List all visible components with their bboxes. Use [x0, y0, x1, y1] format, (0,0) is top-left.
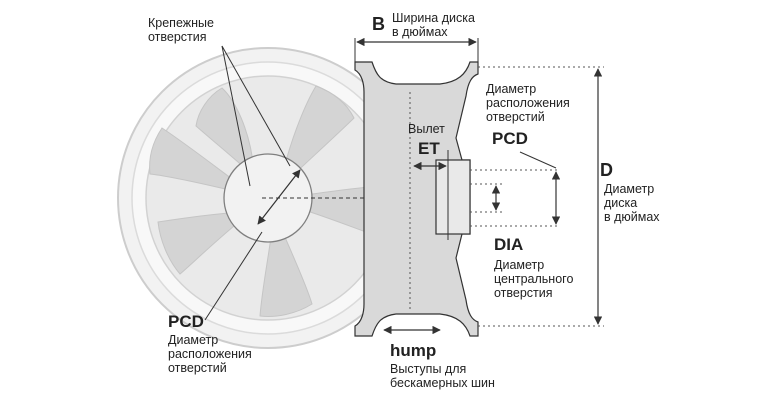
offset-word: Вылет — [408, 122, 445, 136]
pcd-right-abbr: PCD — [492, 129, 528, 148]
wheel-profile — [354, 61, 479, 337]
pcd-left-label: Диаметр расположения отверстий — [168, 333, 252, 375]
mount-holes-label: Крепежные отверстия — [148, 16, 214, 44]
width-letter: B — [372, 14, 385, 34]
pcd-right-leader — [519, 151, 557, 169]
diameter-label: Диаметр диска в дюймах — [604, 182, 660, 224]
offset-abbr: ET — [418, 139, 440, 158]
pcd-face-arrow — [257, 169, 301, 225]
mount-holes-leader-1 — [221, 45, 291, 167]
hump-label: Выступы для бескамерных шин — [390, 362, 495, 390]
pcd-left-abbr: PCD — [168, 312, 204, 331]
diameter-letter: D — [600, 160, 613, 180]
mount-holes-leader-2 — [221, 45, 251, 187]
pcd-right-description: Диаметр расположения отверстий — [486, 82, 570, 124]
dia-abbr: DIA — [494, 235, 524, 254]
hump-word: hump — [390, 341, 437, 360]
dia-label: Диаметр центрального отверстия — [494, 258, 574, 300]
pcd-left-leader — [204, 231, 263, 321]
width-label: Ширина диска в дюймах — [392, 11, 475, 39]
